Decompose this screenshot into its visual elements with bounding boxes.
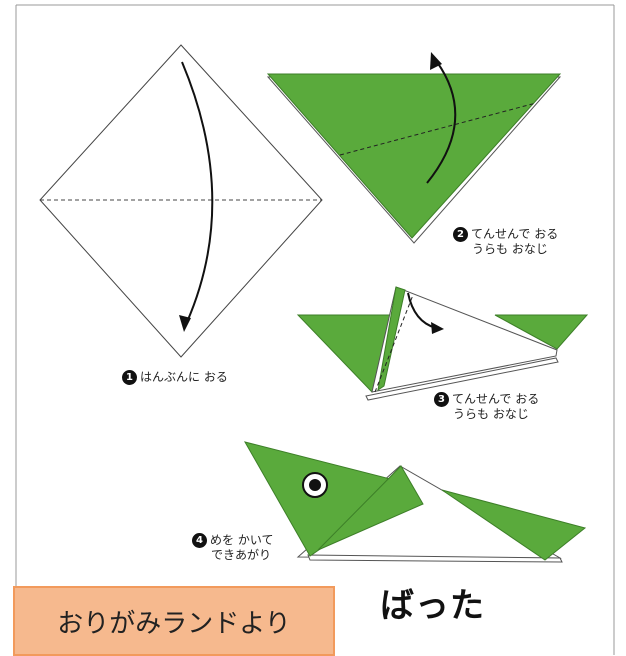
step3-number: 3 [434,392,449,407]
step1-number: 1 [122,370,137,385]
step2-triangle [266,73,562,239]
step3-base-edge [365,357,559,401]
step2-diagram [266,52,562,244]
step1-square [39,44,323,358]
step3-text-line1: てんせんで おる [452,392,540,406]
step1-text: はんぶんに おる [140,370,228,384]
step4-base-edge [307,554,563,563]
step4-text-line2: できあがり [211,548,272,562]
source-text: おりがみランドより [57,608,291,639]
step4-number: 4 [192,533,207,548]
step4-diagram [243,441,587,563]
step2-text-line2: うらも おなじ [472,242,548,256]
step3-text-line2: うらも おなじ [453,407,529,421]
step1-diagram [39,44,323,358]
step4-eye-pupil [309,479,321,491]
step4-tail [441,489,587,561]
step1-arrow-head [179,315,191,332]
step2-arrow-head [430,52,442,70]
step2-number: 2 [453,227,468,242]
step4-leg [317,465,424,551]
step3-arrow-head [431,322,444,334]
step3-back-layer [371,286,558,393]
step4-text-line1: めを かいて [210,533,274,547]
step1-fold-arrow [181,61,214,323]
step3-right-flap [494,314,589,350]
step3-center-flap [377,286,406,392]
step2-fold-line [339,102,537,156]
source-badge: おりがみランドより [13,586,335,656]
step2-fold-arrow [426,61,457,184]
step2-text-line1: てんせんで おる [471,227,559,241]
step3-fold-line [374,294,414,393]
step3-diagram [296,286,589,401]
diagram-title: ばった [380,586,485,626]
